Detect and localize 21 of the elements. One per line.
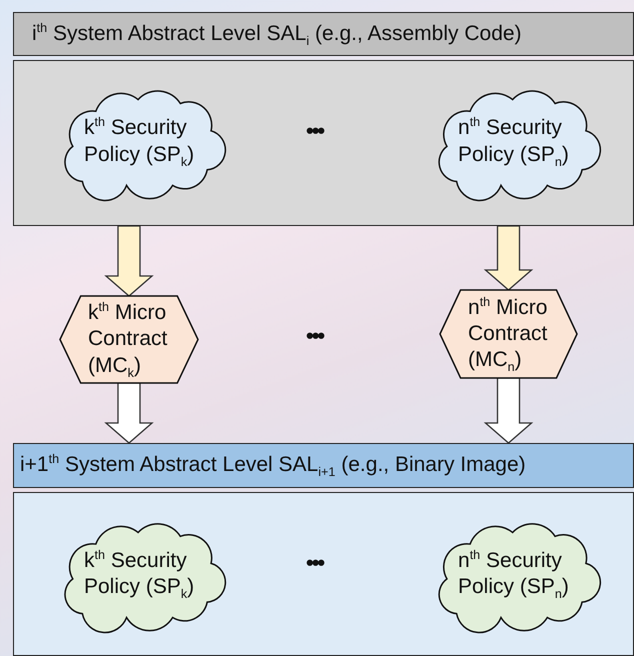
ellipsis: ••• bbox=[306, 550, 324, 576]
policy-label: k$^{th}$ Security Policy (SP$_{k}$) bbox=[84, 115, 196, 168]
contract-label: n$^{th}$ Micro Contract (MC$_{n}$) bbox=[468, 294, 548, 374]
policy-label: n$^{th}$ Security Policy (SP$_{n}$) bbox=[458, 548, 570, 600]
level-title: i$^{th}$ System Abstract Level SAL$_{i}$ (e.g., Assembly Code) bbox=[32, 20, 522, 48]
policy-label: k$^{th}$ Security Policy (SP$_{k}$) bbox=[84, 548, 196, 600]
contract-hexagon bbox=[60, 296, 198, 383]
contract-label: k$^{th}$ Micro Contract (MC$_{k}$) bbox=[88, 300, 168, 379]
level-panel bbox=[13, 492, 634, 656]
ellipsis: ••• bbox=[306, 118, 324, 144]
policy-label: n$^{th}$ Security Policy (SP$_{n}$) bbox=[458, 115, 570, 168]
block-arrow bbox=[484, 377, 534, 444]
ellipsis: ••• bbox=[306, 323, 324, 349]
block-arrow bbox=[484, 225, 534, 291]
block-arrow bbox=[104, 382, 154, 444]
level-panel bbox=[13, 60, 634, 226]
level-header bbox=[13, 443, 634, 488]
level-title: i+1$^{th}$ System Abstract Level SAL$_{i+1}$ (e.g., Binary Image) bbox=[20, 452, 526, 479]
contract-hexagon bbox=[440, 290, 577, 378]
block-arrow bbox=[104, 225, 154, 297]
level-header bbox=[13, 12, 634, 56]
